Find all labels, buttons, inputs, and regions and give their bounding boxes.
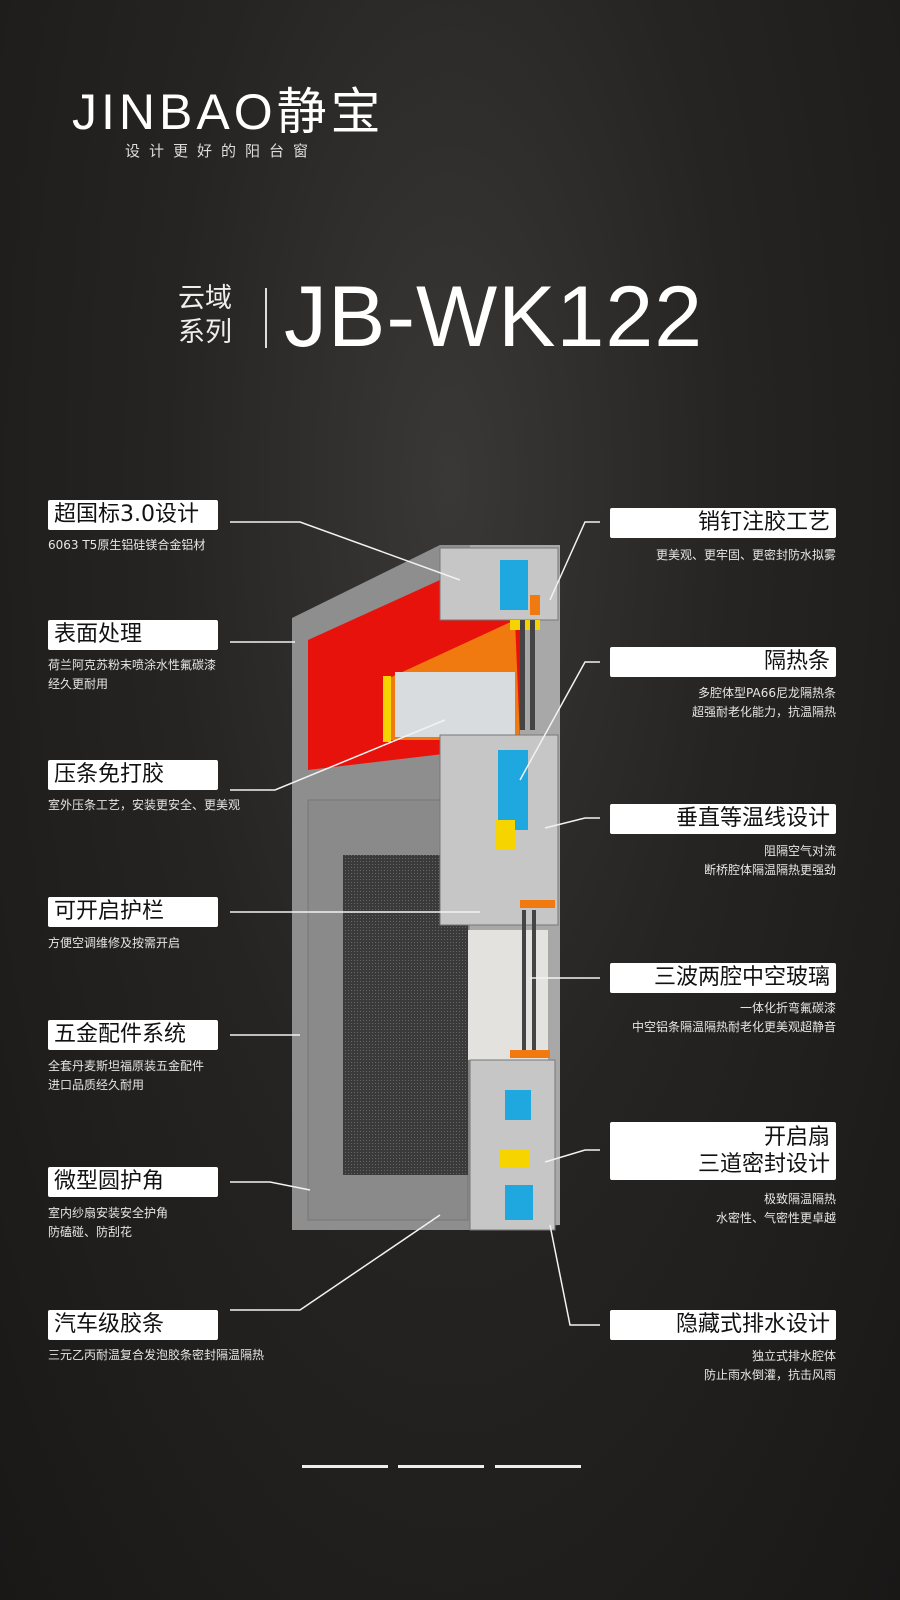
feature-desc: 全套丹麦斯坦福原装五金配件 (48, 1059, 205, 1073)
feature-title: 五金配件系统 (48, 1020, 218, 1050)
brand-logo: JINBAO静宝 (72, 84, 385, 140)
feature-title: 隐藏式排水设计 (610, 1310, 836, 1340)
feature-desc: 中空铝条隔温隔热耐老化更美观超静音 (631, 1020, 836, 1034)
feature-title: 垂直等温线设计 (610, 804, 836, 834)
feature-title: 三波两腔中空玻璃 (610, 963, 836, 993)
feature-title: 表面处理 (48, 620, 218, 650)
feature-title: 开启扇 三道密封设计 (610, 1122, 836, 1180)
feature-desc: 一体化折弯氟碳漆 (739, 1001, 836, 1015)
feature-title: 微型圆护角 (48, 1167, 218, 1197)
feature-desc: 室内纱扇安装安全护角 (48, 1206, 169, 1220)
page-indicator-bar (398, 1465, 484, 1468)
feature-title: 超国标3.0设计 (48, 500, 218, 530)
feature-desc: 防磕碰、防刮花 (48, 1225, 133, 1239)
series-name: 云域 系列 (178, 282, 232, 350)
feature-desc: 独立式排水腔体 (751, 1349, 836, 1363)
feature-desc: 荷兰阿克苏粉末喷涂水性氟碳漆 (48, 658, 217, 672)
title-divider (265, 288, 267, 348)
feature-desc: 超强耐老化能力，抗温隔热 (691, 705, 836, 719)
feature-desc: 更美观、更牢固、更密封防水拟雾 (655, 548, 836, 562)
feature-desc: 水密性、气密性更卓越 (715, 1211, 836, 1225)
feature-desc: 极致隔温隔热 (763, 1192, 836, 1206)
feature-title: 可开启护栏 (48, 897, 218, 927)
feature-desc: 多腔体型PA66尼龙隔热条 (698, 686, 836, 700)
feature-desc: 6063 T5原生铝硅镁合金铝材 (48, 538, 206, 552)
feature-title: 汽车级胶条 (48, 1310, 218, 1340)
feature-title-line1: 开启扇 (763, 1125, 830, 1150)
feature-desc: 阻隔空气对流 (763, 844, 836, 858)
page-indicator-bar (302, 1465, 388, 1468)
feature-desc: 经久更耐用 (48, 677, 109, 691)
feature-desc: 三元乙丙耐温复合发泡胶条密封隔温隔热 (48, 1348, 265, 1362)
feature-desc: 防止雨水倒灌，抗击风雨 (703, 1368, 836, 1382)
feature-desc: 进口品质经久耐用 (48, 1078, 145, 1092)
page-indicator-bar (495, 1465, 581, 1468)
series-name-line1: 云域 (178, 283, 232, 314)
model-title: JB-WK122 (284, 269, 704, 365)
feature-title: 隔热条 (610, 647, 836, 677)
brand-tagline: 设计更好的阳台窗 (125, 142, 318, 160)
feature-title-line2: 三道密封设计 (697, 1152, 830, 1177)
feature-desc: 室外压条工艺，安装更安全、更美观 (48, 798, 241, 812)
feature-desc: 方便空调维修及按需开启 (48, 936, 181, 950)
series-name-line2: 系列 (178, 317, 232, 348)
feature-title: 销钉注胶工艺 (610, 508, 836, 538)
feature-title: 压条免打胶 (48, 760, 218, 790)
feature-desc: 断桥腔体隔温隔热更强劲 (703, 863, 836, 877)
